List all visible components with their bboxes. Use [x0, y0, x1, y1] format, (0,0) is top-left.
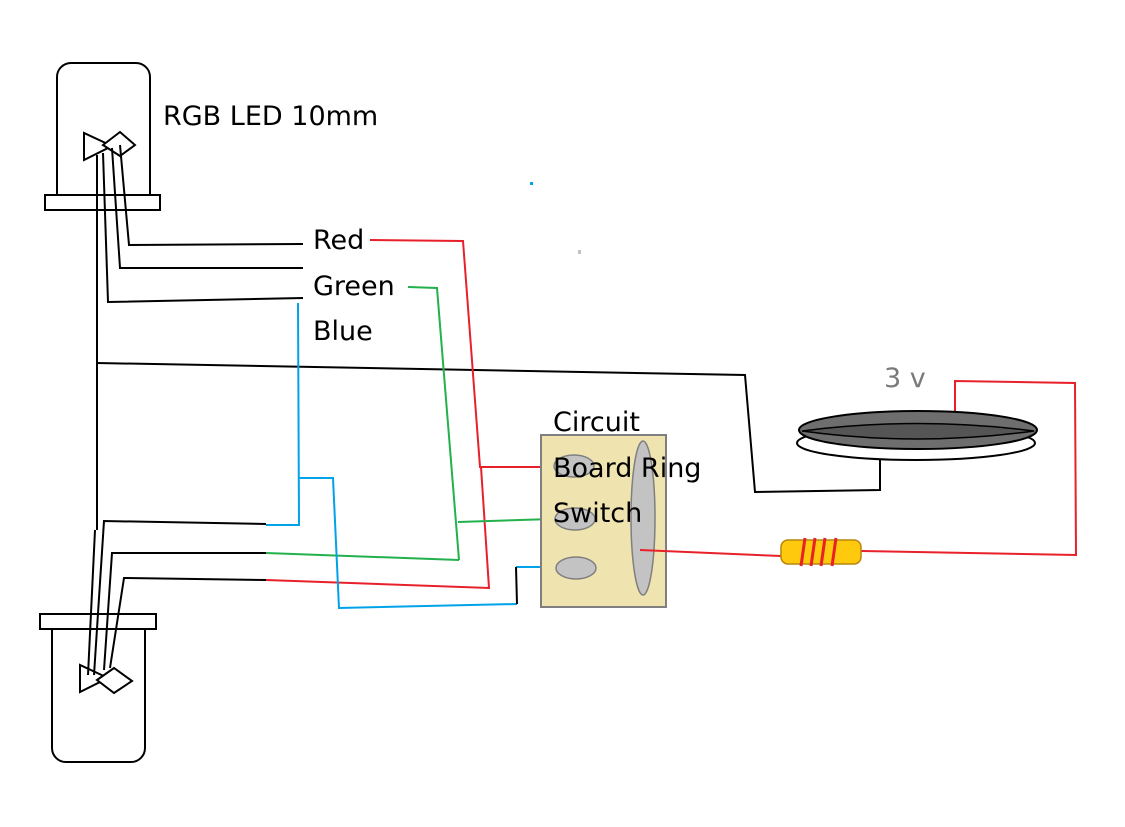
wire-red-label: Red: [313, 225, 365, 256]
led-bottom-lead-green: [103, 552, 266, 671]
wire-blue-junction: [299, 477, 518, 610]
led-title-label: RGB LED 10mm: [163, 101, 379, 132]
led-bottom-leads: [87, 519, 267, 676]
led-top-lead-green: [111, 147, 303, 269]
wire-green-bottom: [265, 552, 460, 561]
battery: [796, 410, 1038, 461]
led-bottom-lead-blue: [93, 519, 267, 676]
wire-red-bottom: [265, 466, 491, 590]
switch-label-line2: Board Ring: [553, 453, 702, 484]
switch-ring-contact: [630, 440, 656, 596]
speck-grey: [578, 250, 581, 254]
wire-red-top: [369, 239, 552, 468]
led-bottom: [39, 613, 157, 763]
wire-switch-resistor: [639, 549, 782, 557]
led-bottom-body: [51, 614, 146, 763]
wire-resistor-battery: [860, 379, 1078, 557]
wire-black-switch-stub: [515, 566, 518, 605]
battery-top-face: [801, 422, 1035, 440]
wire-green-switch: [457, 518, 553, 523]
switch-contact-3: [555, 556, 597, 580]
speck-blue: [530, 182, 533, 185]
switch-contact-1: [553, 454, 595, 478]
led-top-post: [101, 130, 137, 158]
led-top-lead-red: [119, 144, 304, 247]
switch-label-line1: Circuit: [553, 407, 640, 438]
led-top-lead-blue: [102, 152, 304, 304]
led-top-leads: [96, 144, 304, 530]
wire-green-label: Green: [313, 271, 395, 302]
switch-label-line3: Switch: [553, 498, 643, 529]
resistor-band-2: [809, 537, 817, 567]
battery-label: 3 v: [884, 363, 926, 394]
led-top: [44, 62, 161, 211]
resistor-band-3: [819, 537, 827, 567]
led-bottom-lead-common: [87, 529, 96, 676]
led-bottom-post: [95, 666, 134, 695]
resistor-band-1: [799, 537, 807, 567]
led-top-anvil: [83, 131, 115, 162]
ring-switch: [540, 434, 667, 608]
resistor-band-4: [830, 537, 838, 567]
led-bottom-lead-red: [109, 576, 267, 669]
wire-blue-label: Blue: [313, 316, 373, 347]
resistor: [780, 537, 862, 567]
switch-contact-2: [554, 507, 596, 531]
wire-blue-top: [266, 302, 301, 526]
wire-green-top: [407, 286, 460, 561]
wire-ground: [96, 362, 881, 494]
led-top-flange: [44, 194, 161, 211]
